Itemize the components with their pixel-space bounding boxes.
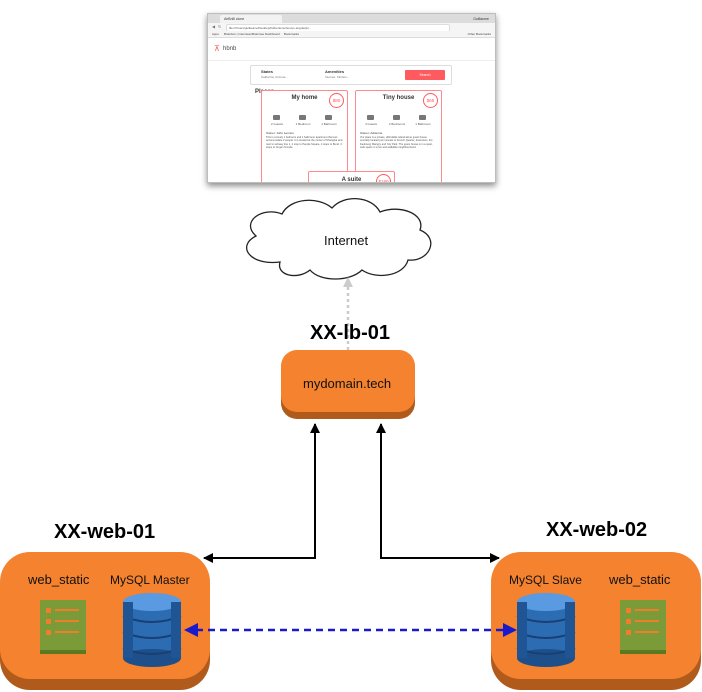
web01-static-label: web_static [28, 572, 90, 587]
place-price: $80 [329, 93, 344, 108]
amenity-bathrooms: 1 Bathroom [321, 122, 337, 126]
web01-db-label: MySQL Master [110, 573, 190, 587]
place-description: Our place is a private, affordable islan… [360, 136, 433, 150]
lb-domain-label: mydomain.tech [303, 376, 392, 391]
amenities-label[interactable]: Amenities [325, 69, 345, 74]
states-value[interactable]: California, Arizona... [261, 75, 288, 79]
place-title: My home [291, 95, 318, 101]
replication-arrowhead-right [503, 623, 517, 637]
lb-host-label: XX-lb-01 [310, 322, 391, 344]
bookmark-item[interactable]: Apps [212, 32, 219, 36]
bedroom-icon [393, 115, 400, 120]
bookmarks-bar [208, 31, 495, 38]
site-header [208, 38, 495, 61]
internet-label: Internet [324, 233, 369, 248]
airbnb-logo-icon[interactable]: ⊼ [214, 44, 220, 53]
browser-tab-bar: AirBnB clone Guillaume [208, 14, 495, 23]
web02-host-label: XX-web-02 [546, 519, 648, 541]
back-icon[interactable]: ◀ [212, 24, 216, 29]
guests-icon [273, 115, 280, 120]
bathroom-icon [325, 115, 332, 120]
place-card[interactable]: Tiny house $65 4 Guests 2 Bedrooms 1 Bat… [355, 90, 442, 182]
bathroom-icon [419, 115, 426, 120]
place-title: Tiny house [382, 95, 415, 101]
place-description: This is a lovely 1 bedroom and 1 bathroo… [266, 136, 343, 150]
amenity-bedrooms: 1 Bedroom [295, 122, 311, 126]
bookmark-item[interactable]: Brainbox | Interviews [224, 32, 252, 36]
website-screenshot: AirBnB clone Guillaume ◀ ↻ file:///Users… [207, 13, 496, 183]
web02-static-files-icon [620, 600, 666, 654]
place-card[interactable]: A suite $190 [308, 171, 395, 183]
place-title: A suite [341, 177, 362, 183]
states-label[interactable]: States [261, 69, 274, 74]
place-price: $190 [376, 174, 391, 182]
amenity-guests: 4 Guests [364, 122, 377, 126]
place-card[interactable]: My home $80 2 Guests 1 Bedroom 1 Bathroo… [261, 90, 348, 182]
bookmark-item[interactable]: Bookmarks [284, 32, 300, 36]
place-owner: Owner: Adrienne [360, 131, 383, 135]
place-price: $65 [423, 93, 438, 108]
bedroom-icon [299, 115, 306, 120]
mysql-slave-database-icon [516, 593, 576, 667]
bookmark-item[interactable]: Braintree Dashboard [252, 32, 280, 36]
mysql-master-database-icon [122, 593, 182, 667]
web02-db-label: MySQL Slave [509, 573, 582, 587]
browser-tab[interactable]: AirBnB clone [220, 15, 282, 23]
filters-bar: States California, Arizona... Amenities … [250, 65, 452, 85]
amenity-bedrooms: 2 Bedrooms [388, 122, 406, 126]
place-owner: Owner: John Lennon [266, 131, 294, 135]
site-logo-text[interactable]: hbnb [223, 46, 237, 52]
amenity-bathrooms: 1 Bathroom [415, 122, 431, 126]
bookmark-item[interactable]: Other Bookmarks [467, 32, 491, 36]
internet-cloud [246, 197, 432, 280]
web01-host-label: XX-web-01 [54, 521, 156, 543]
guests-icon [367, 115, 374, 120]
replication-arrowhead-left [184, 623, 198, 637]
lb-server-box [281, 350, 415, 419]
reload-icon[interactable]: ↻ [218, 24, 222, 29]
lb-to-web01-arrow [203, 428, 316, 563]
web01-static-files-icon [40, 600, 86, 654]
lb-to-web02-arrow [380, 428, 500, 563]
amenity-guests: 2 Guests [270, 122, 283, 126]
browser-user: Guillaume [473, 17, 489, 21]
search-button[interactable]: Search [405, 70, 445, 80]
web02-static-label: web_static [609, 572, 671, 587]
amenities-value[interactable]: Internet, Kitchen... [325, 75, 350, 79]
